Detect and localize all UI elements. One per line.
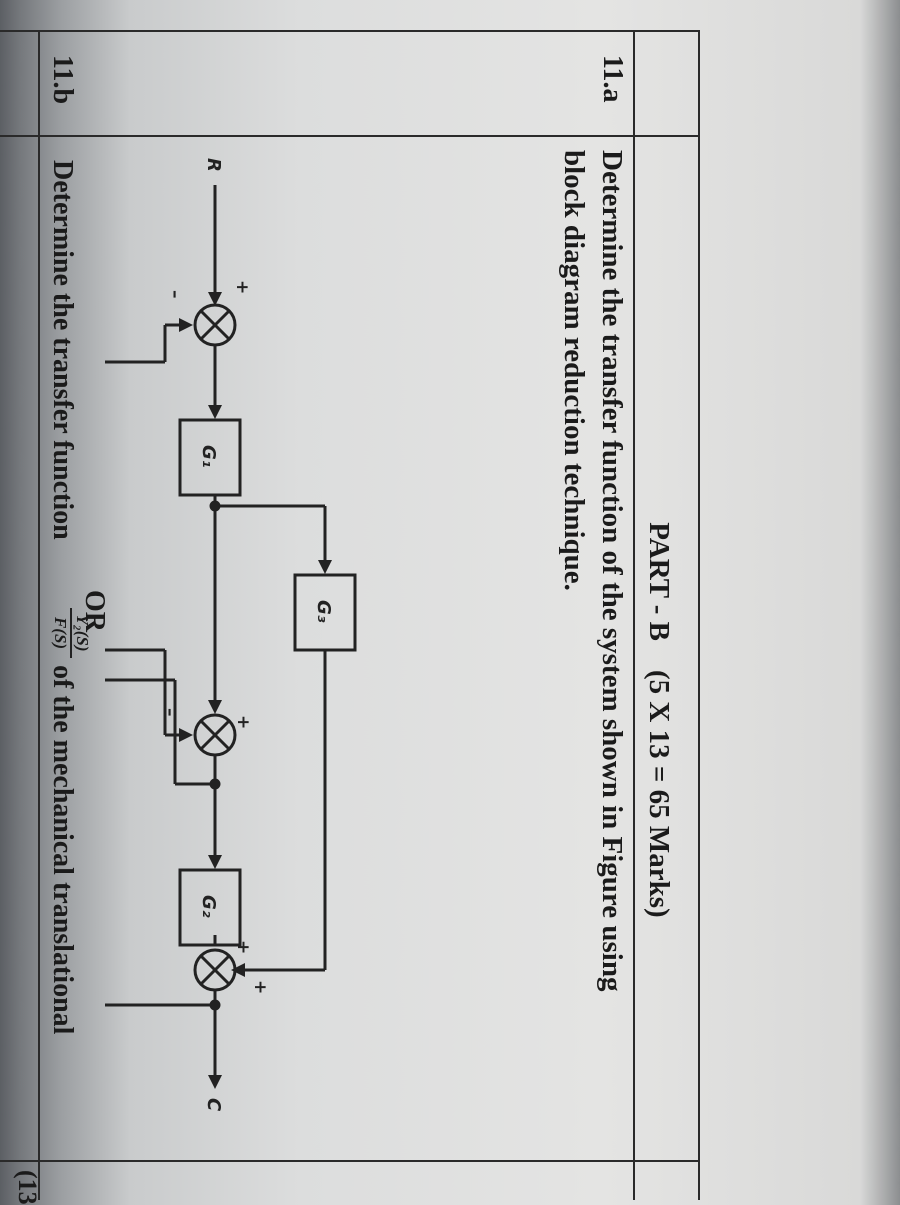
fraction-denominator: F(S)	[51, 616, 70, 650]
section-heading: PART - B (5 X 13 = 65 Marks)	[642, 520, 675, 920]
sign-s2-minus: –	[160, 708, 180, 717]
question-b-text-before: Determine the transfer function	[47, 160, 78, 540]
table-row-border	[633, 30, 635, 1200]
question-a-line-1: Determine the transfer function of the s…	[596, 150, 628, 992]
input-label-r: R	[203, 158, 224, 172]
sign-s3-plus-left: +	[233, 940, 253, 954]
block-g3-label: G₃	[313, 600, 334, 623]
sign-s3-plus-right: +	[250, 980, 270, 994]
transfer-function-fraction: Y₂(S) F(S)	[50, 608, 92, 658]
table-left-border	[0, 30, 700, 32]
sign-s2-plus: +	[233, 715, 253, 729]
block-diagram: R C G₁ G₃ H₁ G₂ H₂ + – + – + +	[105, 158, 357, 1112]
question-number-b: 11.b	[47, 55, 78, 105]
sign-s1-minus: –	[165, 290, 185, 299]
question-b-text-after: of the mechanical translational	[47, 665, 78, 1035]
block-g2-label: G₂	[198, 895, 219, 918]
table-bottom-border	[38, 30, 40, 1200]
part-label: PART - B	[643, 522, 675, 642]
block-g1-box	[178, 418, 242, 497]
sign-s1-plus: +	[232, 280, 252, 294]
table-top-border	[698, 30, 700, 1200]
block-g2-box	[178, 868, 242, 947]
fraction-numerator: Y₂(S)	[70, 608, 92, 658]
total-marks: (5 X 13 = 65 Marks)	[643, 670, 675, 918]
question-b-marks: (13	[13, 1170, 42, 1205]
block-g1-label: G₁	[198, 445, 219, 468]
question-number-a: 11.a	[597, 55, 628, 103]
number-column-border	[0, 135, 700, 137]
output-label-c: C	[203, 1098, 224, 1112]
marks-column-border	[0, 1160, 700, 1162]
